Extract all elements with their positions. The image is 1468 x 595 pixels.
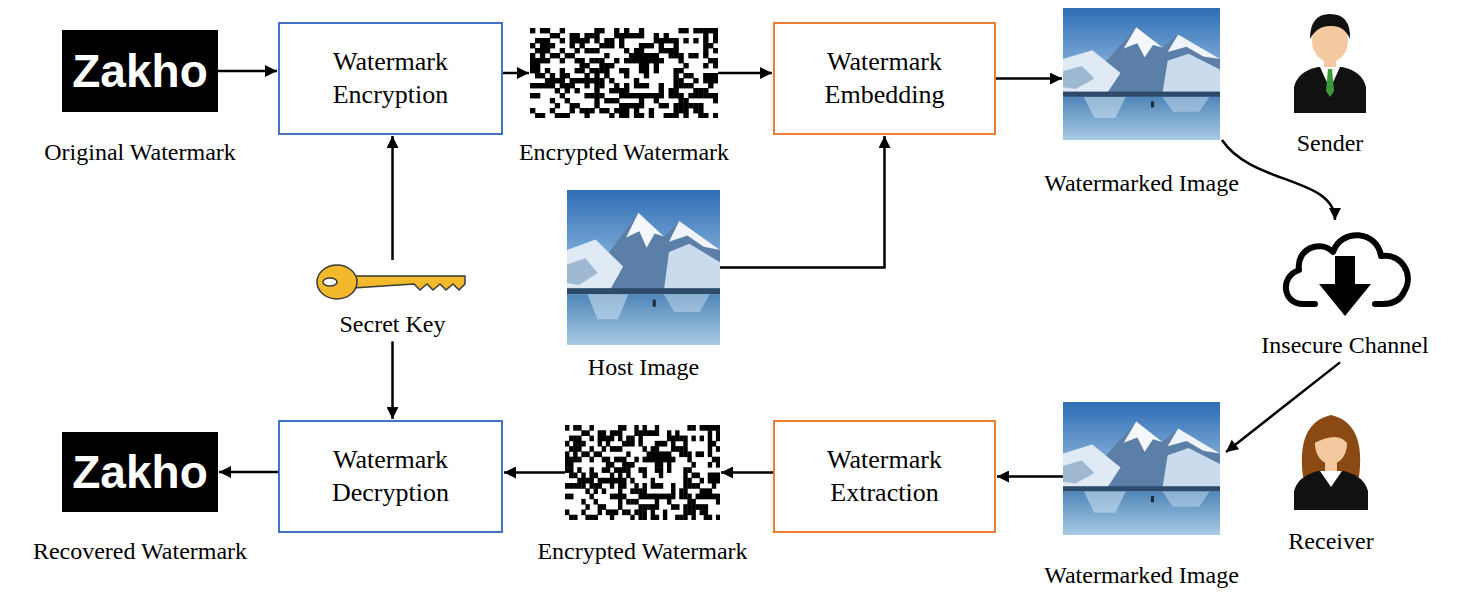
watermarked-image: Watermarked Image: [1063, 8, 1220, 140]
secret-key: Secret Key: [315, 262, 470, 302]
caption: Encrypted Watermark: [519, 139, 729, 165]
watermark-image: ZakhoOriginal Watermark: [62, 30, 218, 112]
sender-figure: Sender: [1288, 5, 1372, 113]
receiver-figure: Receiver: [1290, 405, 1372, 510]
insecure-channel: Insecure Channel: [1275, 222, 1415, 317]
arrow-connector: [718, 72, 772, 75]
cloud-icon: [1275, 222, 1415, 317]
arrow-connector: [997, 475, 1063, 478]
watermark-image: ZakhoRecovered Watermark: [62, 432, 218, 512]
caption: Sender: [1297, 130, 1364, 156]
node-label: Zakho: [72, 48, 207, 94]
scrambled-pattern: [565, 425, 720, 520]
arrow-connector: [996, 77, 1062, 80]
receiver-icon: [1290, 405, 1372, 510]
caption: Secret Key: [340, 311, 446, 337]
process-box: Watermark Extraction: [773, 420, 996, 533]
landscape-image: [1063, 402, 1220, 535]
caption: Recovered Watermark: [33, 538, 247, 564]
arrow-connector: [391, 136, 394, 260]
arrow-connector: [391, 341, 394, 419]
caption: Original Watermark: [44, 139, 236, 165]
arrow-connector: [720, 136, 885, 268]
landscape-image: [1063, 8, 1220, 140]
host-image: Host Image: [567, 190, 720, 345]
process-box: Watermark Embedding: [773, 22, 996, 135]
caption: Watermarked Image: [1044, 170, 1239, 196]
node-label: Zakho: [72, 449, 207, 495]
node-label: Watermark Extraction: [802, 444, 967, 509]
arrow-connector: [503, 72, 529, 75]
caption: Insecure Channel: [1261, 332, 1428, 358]
node-label: Watermark Embedding: [802, 46, 967, 111]
node-label: Watermark Decryption: [308, 444, 473, 509]
caption: Encrypted Watermark: [537, 538, 747, 564]
arrow-connector: [721, 471, 773, 474]
watermarked-image: Watermarked Image: [1063, 402, 1220, 535]
key-icon: [315, 262, 470, 302]
node-label: Watermark Encryption: [308, 46, 473, 111]
encrypted-image: Encrypted Watermark: [530, 28, 718, 118]
caption: Host Image: [588, 354, 699, 380]
process-box: Watermark Encryption: [278, 22, 503, 135]
caption: Watermarked Image: [1044, 562, 1239, 588]
caption: Receiver: [1288, 528, 1373, 554]
process-box: Watermark Decryption: [278, 420, 503, 533]
landscape-image: [567, 190, 720, 345]
arrow-connector: [219, 471, 278, 474]
sender-icon: [1288, 5, 1372, 113]
arrow-connector: [218, 70, 277, 73]
encrypted-image: Encrypted Watermark: [565, 425, 720, 520]
arrow-connector: [504, 471, 565, 474]
scrambled-pattern: [530, 28, 718, 118]
